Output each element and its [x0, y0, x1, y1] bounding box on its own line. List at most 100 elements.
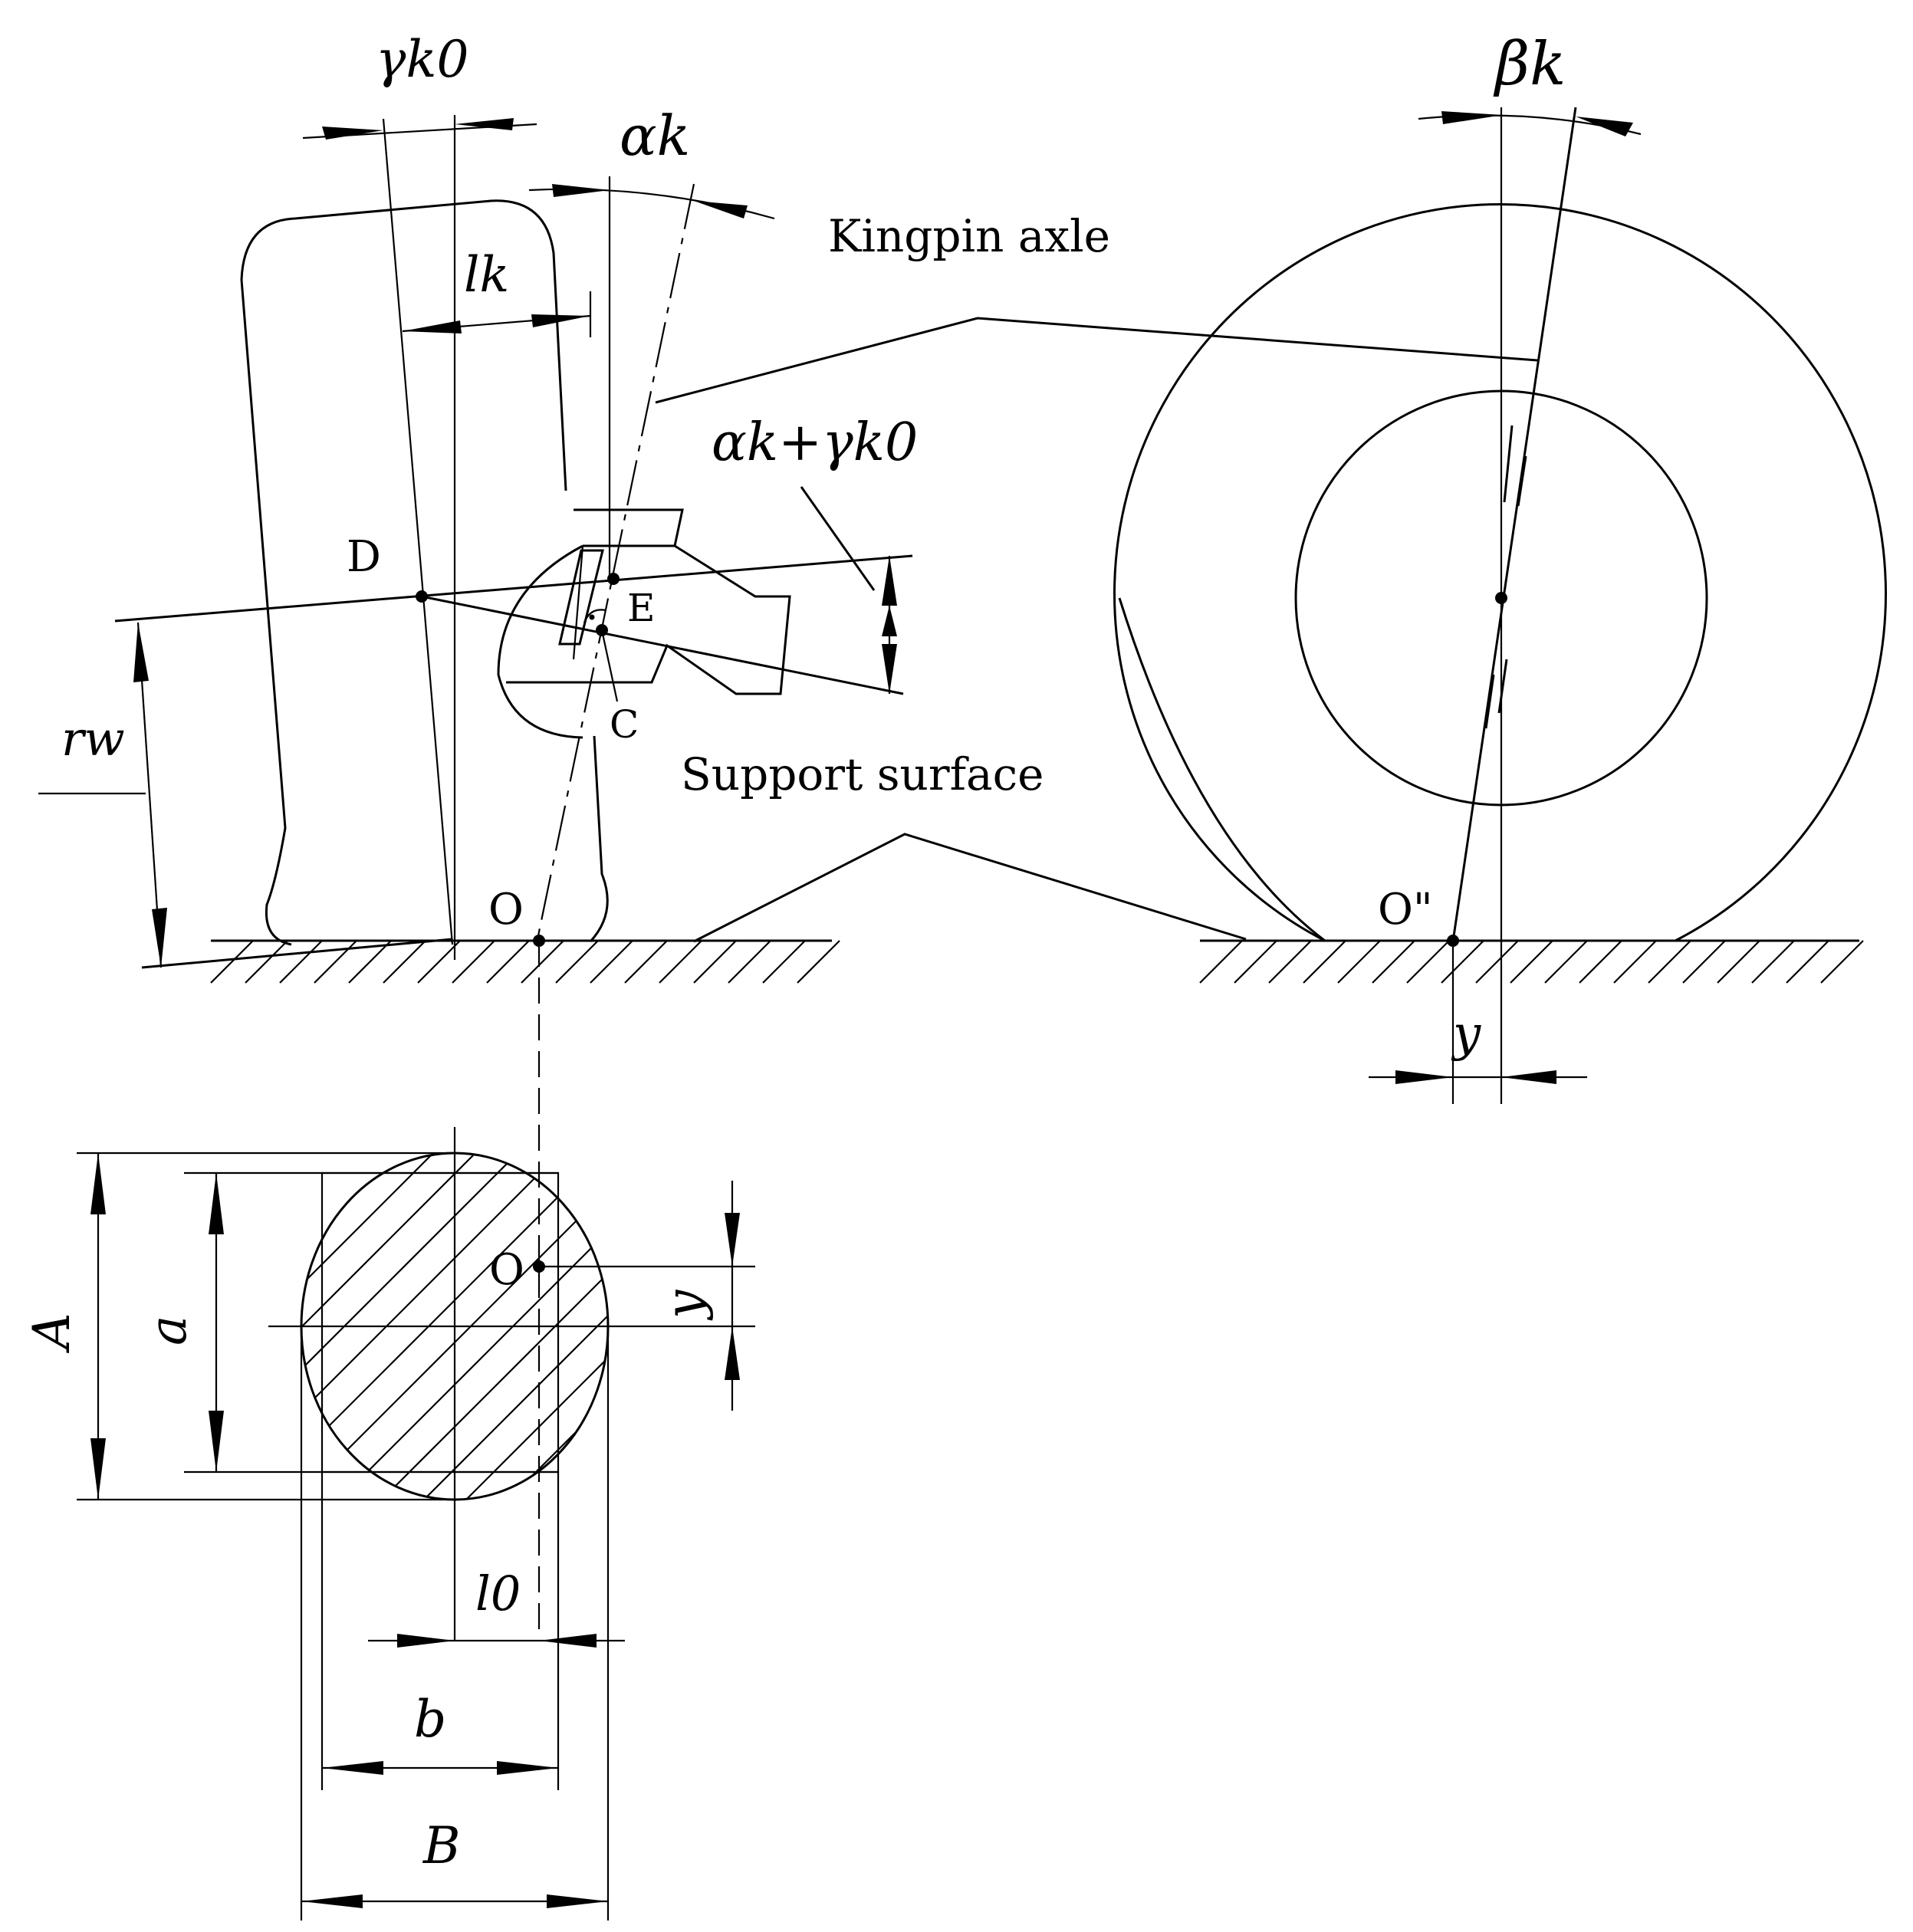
alpha-gamma-leader	[800, 486, 876, 591]
point-O-double-marker	[1447, 935, 1459, 947]
patch-inner-rect	[320, 1171, 560, 1474]
hatch-stroke	[1303, 940, 1346, 984]
hatch-stroke	[1786, 940, 1829, 984]
beta-k-label: βk	[1493, 30, 1566, 99]
hatch-stroke	[590, 940, 633, 984]
hatch-stroke	[797, 940, 840, 984]
point-D-marker	[416, 590, 428, 603]
lk-dimension	[402, 314, 591, 334]
hatch-stroke	[659, 940, 702, 984]
wheel-hub	[497, 544, 583, 739]
camber-axis-line	[382, 118, 454, 945]
y-side-dimension	[1369, 1070, 1587, 1084]
y-plan-dimension	[725, 1181, 740, 1411]
hatch-stroke	[417, 940, 461, 984]
point-O-side-label: O	[488, 885, 524, 935]
hatch-stroke	[1510, 940, 1553, 984]
hatch-stroke	[1544, 940, 1588, 984]
hatch-stroke	[1613, 940, 1657, 984]
b-label: b	[414, 1690, 446, 1749]
hatch-stroke	[1441, 940, 1484, 984]
B-dimension	[301, 1894, 608, 1908]
hatch-stroke	[383, 940, 426, 984]
hatch-stroke	[1337, 940, 1381, 984]
point-O-plan-marker	[533, 1260, 545, 1273]
gamma-dimension	[302, 118, 537, 140]
point-O-plan-label: O	[489, 1245, 524, 1295]
gamma-k0-label: γk0	[376, 30, 468, 89]
point-D-label: D	[347, 532, 381, 582]
A-dimension	[90, 1153, 106, 1500]
ground-hatch-left	[210, 940, 840, 984]
alpha-k-label: αk	[620, 104, 690, 168]
support-surface-label: Support surface	[681, 748, 1044, 800]
beta-dimension	[1418, 111, 1642, 136]
l0-dimension	[368, 1634, 625, 1648]
knuckle-inner	[572, 545, 584, 660]
ground-hatch-right	[1199, 940, 1864, 984]
lk-label: lk	[464, 247, 509, 304]
axle-line-D	[114, 554, 913, 623]
a-label: a	[139, 1316, 198, 1346]
tyre-lower-right	[589, 735, 609, 943]
point-E-marker	[607, 573, 620, 585]
hatch-stroke	[624, 940, 668, 984]
side-hatch-dashes	[1484, 425, 1527, 729]
a-dimension	[209, 1173, 224, 1472]
hatch-stroke	[1199, 940, 1243, 984]
knuckle-body	[558, 549, 604, 646]
line-D-C	[421, 595, 904, 695]
patch-hatch-stroke	[761, 1153, 1108, 1500]
patch-hatch-stroke	[465, 1153, 608, 1500]
alpha-dimension	[528, 184, 775, 220]
patch-hatch-stroke	[719, 1153, 1066, 1500]
point-side-centre	[1495, 592, 1507, 604]
right-angle-mark	[583, 609, 606, 623]
patch-hatch-stroke	[301, 1153, 434, 1500]
C-leader	[600, 629, 619, 702]
A-label: A	[22, 1313, 81, 1354]
kingpin-label-leader	[655, 317, 1538, 404]
hatch-stroke	[1406, 940, 1450, 984]
support-label-leader	[693, 833, 1247, 943]
wheel-radius-base-line	[141, 938, 453, 969]
rw-label: rw	[61, 711, 125, 767]
point-E-label: E	[627, 586, 656, 630]
B-label: B	[422, 1816, 461, 1875]
y-side-label: y	[1451, 1006, 1481, 1063]
hatch-stroke	[762, 940, 806, 984]
hatch-stroke	[1579, 940, 1622, 984]
hatch-stroke	[452, 940, 495, 984]
hatch-stroke	[1751, 940, 1795, 984]
hatch-stroke	[693, 940, 737, 984]
rw-dimension	[38, 622, 167, 968]
hatch-stroke	[1682, 940, 1726, 984]
hatch-stroke	[1648, 940, 1691, 984]
point-C-label: C	[610, 702, 639, 747]
hatch-stroke	[1268, 940, 1312, 984]
tyre-outer	[1113, 203, 1887, 942]
hatch-stroke	[555, 940, 599, 984]
front-view-wheel	[240, 199, 791, 946]
hatch-stroke	[348, 940, 392, 984]
kingpin-axle-label: Kingpin axle	[828, 210, 1110, 262]
patch-hatch-stroke	[804, 1153, 1150, 1500]
tyre-outline	[240, 199, 567, 946]
hatch-stroke	[1372, 940, 1415, 984]
b-dimension	[322, 1761, 558, 1775]
y-plan-label: y	[655, 1290, 714, 1321]
hatch-stroke	[279, 940, 323, 984]
tyre-outer-left	[1118, 597, 1326, 942]
hatch-stroke	[521, 940, 564, 984]
hatch-stroke	[1717, 940, 1760, 984]
knuckle-arm	[506, 544, 791, 695]
hatch-stroke	[245, 940, 288, 984]
side-kingpin-line	[1451, 107, 1577, 942]
knuckle-top	[574, 508, 684, 547]
side-view-wheel	[1113, 203, 1887, 942]
hatch-stroke	[1234, 940, 1277, 984]
hatch-stroke	[210, 940, 254, 984]
point-O-double-label: O"	[1378, 885, 1433, 935]
alpha-gamma-dimension	[882, 556, 897, 694]
